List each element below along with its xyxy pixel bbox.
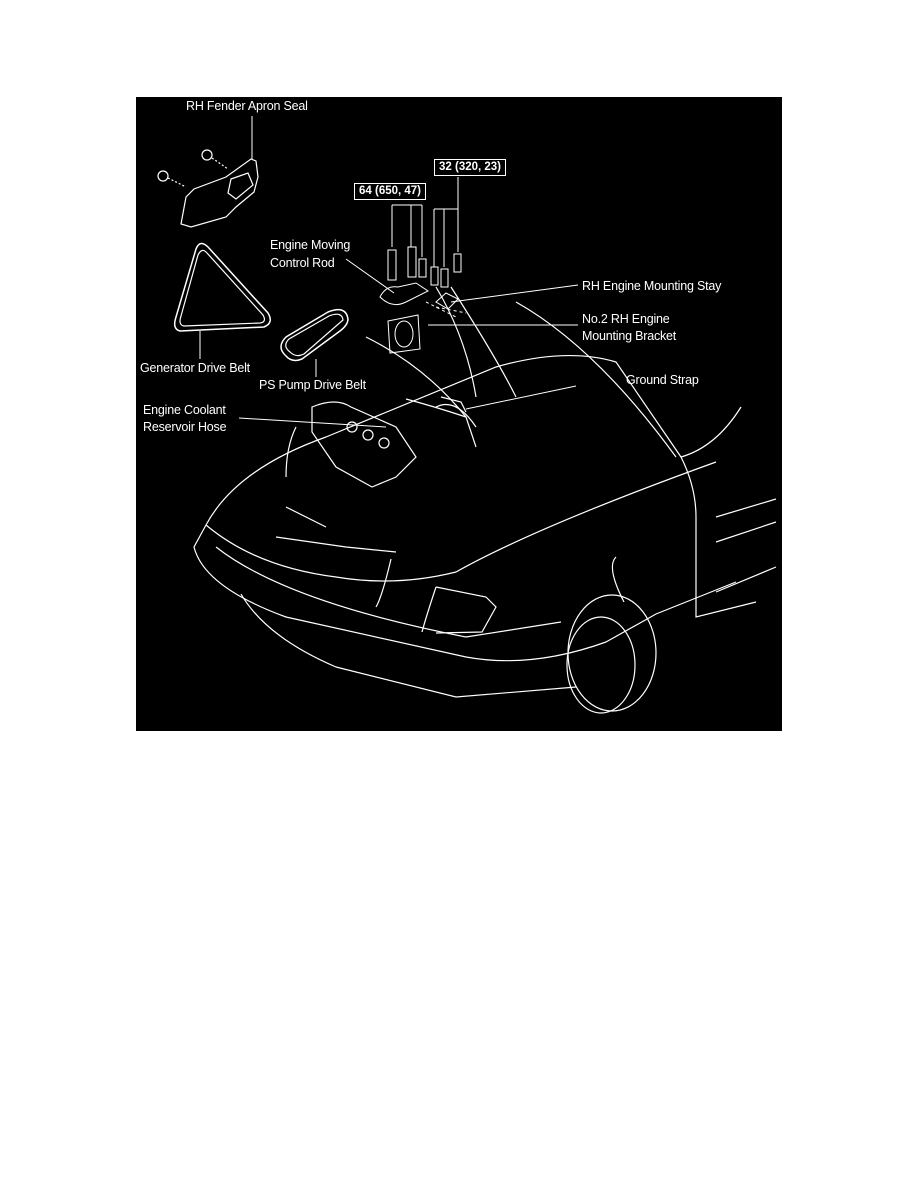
label-rh-engine-mounting-stay: RH Engine Mounting Stay [582, 279, 722, 293]
label-generator-drive-belt: Generator Drive Belt [140, 361, 250, 375]
label-engine-moving-control-rod-line2: Control Rod [270, 256, 335, 270]
label-no2-bracket-line2: Mounting Bracket [582, 329, 677, 343]
label-no2-bracket-line1: No.2 RH Engine [582, 312, 670, 326]
car-body-drawing [193, 286, 777, 714]
label-ps-pump-drive-belt: PS Pump Drive Belt [259, 378, 366, 392]
generator-drive-belt-drawing [173, 242, 271, 359]
fender-apron-seal-drawing [157, 116, 259, 228]
mount-bolts-drawing [345, 177, 579, 354]
torque-spec-32: 32 (320, 23) [434, 159, 507, 176]
label-ground-strap: Ground Strap [626, 373, 699, 387]
label-engine-moving-control-rod-line1: Engine Moving [270, 238, 351, 252]
label-coolant-hose-line2: Reservoir Hose [143, 420, 227, 434]
ps-pump-drive-belt-drawing [280, 308, 349, 377]
label-coolant-hose-line1: Engine Coolant [143, 403, 226, 417]
engine-removal-diagram: RH Fender Apron Seal 32 (320, 23) 64 (65… [136, 97, 782, 731]
line-drawing [157, 116, 777, 714]
torque-spec-64: 64 (650, 47) [354, 183, 427, 200]
label-rh-fender-apron-seal: RH Fender Apron Seal [186, 99, 308, 113]
